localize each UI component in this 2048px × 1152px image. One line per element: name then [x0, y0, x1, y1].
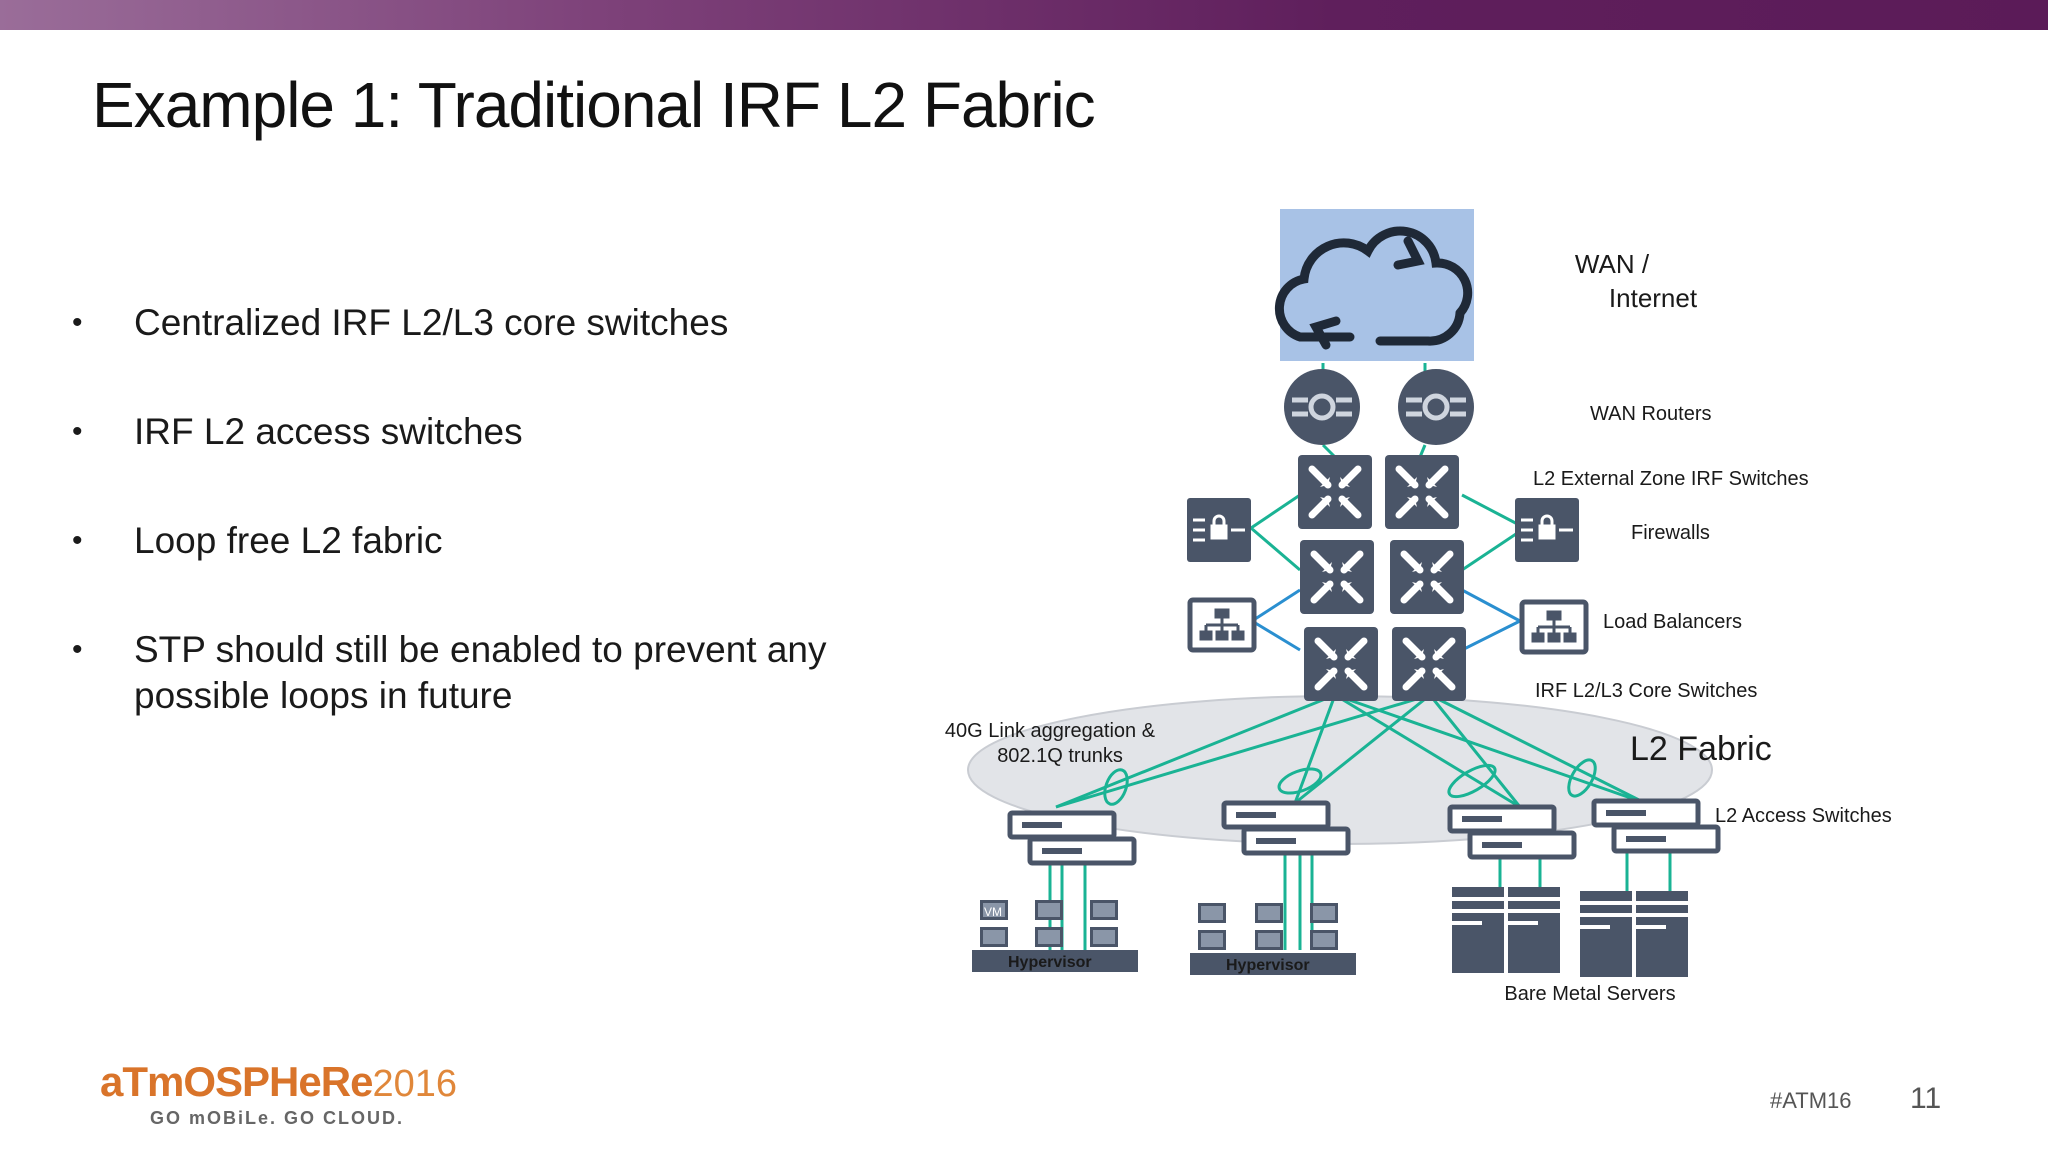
vm-label: VM [984, 905, 1002, 919]
green-links [1048, 363, 1672, 950]
core-switches-label: IRF L2/L3 Core Switches [1535, 680, 1757, 702]
bare-metal-server-icon [1580, 891, 1632, 977]
bullet-text: Centralized IRF L2/L3 core switches [134, 302, 729, 343]
top-accent-bar [0, 0, 2048, 30]
l2-external-label: L2 External Zone IRF Switches [1533, 468, 1809, 490]
access-switch-icon [1010, 813, 1134, 863]
access-switch-icon [1450, 807, 1574, 857]
vm-icon [1198, 903, 1226, 923]
external-switch-icon [1298, 455, 1372, 529]
hypervisor-label: Hypervisor [1226, 957, 1310, 974]
page-number: 11 [1910, 1082, 1942, 1115]
vm-icon [1310, 903, 1338, 923]
bullet-item: • STP should still be enabled to prevent … [72, 627, 892, 719]
wan-router-icon [1398, 369, 1474, 445]
access-switch-icon [1594, 801, 1718, 851]
bullet-text: IRF L2 access switches [134, 411, 523, 452]
internet-label: Internet [1609, 283, 1698, 313]
bullet-list: • Centralized IRF L2/L3 core switches • IR… [72, 300, 892, 782]
bare-metal-server-icon [1508, 887, 1560, 973]
bullet-symbol: • [72, 524, 83, 557]
load-balancers-label: Load Balancers [1603, 611, 1742, 633]
wan-router-icon [1284, 369, 1360, 445]
bare-metal-server-icon [1452, 887, 1504, 973]
external-switch-icon [1390, 540, 1464, 614]
logo-year: 2016 [372, 1063, 457, 1105]
firewalls-label: Firewalls [1631, 522, 1710, 544]
logo-brand: aTmOSPHeRe [100, 1058, 373, 1105]
trunk-label: 802.1Q trunks [997, 745, 1123, 767]
vm-icon [1198, 930, 1226, 950]
vm-icon [1090, 900, 1118, 920]
firewall-icon [1185, 496, 1253, 564]
external-switch-icon [1385, 455, 1459, 529]
bullet-symbol: • [72, 306, 83, 339]
cloud-icon [1274, 226, 1473, 350]
core-switch-icon [1304, 627, 1378, 701]
firewall-icon [1513, 496, 1581, 564]
vm-icon [1035, 900, 1063, 920]
hypervisor-group: Hypervisor [1190, 903, 1356, 975]
vm-icon [1255, 930, 1283, 950]
vm-icon [1035, 927, 1063, 947]
wan-routers-label: WAN Routers [1590, 403, 1712, 425]
bullet-item: • Centralized IRF L2/L3 core switches [72, 300, 892, 346]
vm-icon [1255, 903, 1283, 923]
network-diagram: VM Hypervisor Hypervisor WAN / Internet … [945, 209, 1892, 1005]
load-balancer-icon [1190, 600, 1254, 650]
bullet-text: STP should still be enabled to prevent a… [134, 629, 827, 716]
access-switch-icon [1224, 803, 1348, 853]
external-switch-icon [1300, 540, 1374, 614]
bullet-symbol: • [72, 633, 83, 666]
blue-links [1251, 588, 1521, 652]
hashtag: #ATM16 [1770, 1088, 1852, 1113]
bare-metal-server-icon [1636, 891, 1688, 977]
atmosphere-logo: aTmOSPHeRe2016 GO mOBiLe. GO CLOUD. [100, 1058, 457, 1129]
logo-tagline: GO mOBiLe. GO CLOUD. [150, 1108, 405, 1128]
bullet-item: • Loop free L2 fabric [72, 518, 892, 564]
vm-icon [1090, 927, 1118, 947]
vm-icon [980, 927, 1008, 947]
l2-fabric-label: L2 Fabric [1630, 730, 1772, 768]
load-balancer-icon [1522, 602, 1586, 652]
wan-label: WAN / [1575, 249, 1650, 279]
bare-metal-label: Bare Metal Servers [1504, 983, 1675, 1005]
link-aggregation-label: 40G Link aggregation & [945, 720, 1156, 742]
hypervisor-label: Hypervisor [1008, 954, 1092, 971]
access-switches-label: L2 Access Switches [1715, 805, 1892, 827]
bullet-item: • IRF L2 access switches [72, 409, 892, 455]
bullet-symbol: • [72, 415, 83, 448]
bullet-text: Loop free L2 fabric [134, 520, 443, 561]
hypervisor-group: VM Hypervisor [972, 900, 1138, 972]
slide-title: Example 1: Traditional IRF L2 Fabric [92, 69, 1096, 141]
vm-icon [1310, 930, 1338, 950]
lag-ovals [1103, 758, 1597, 806]
core-switch-icon [1392, 627, 1466, 701]
